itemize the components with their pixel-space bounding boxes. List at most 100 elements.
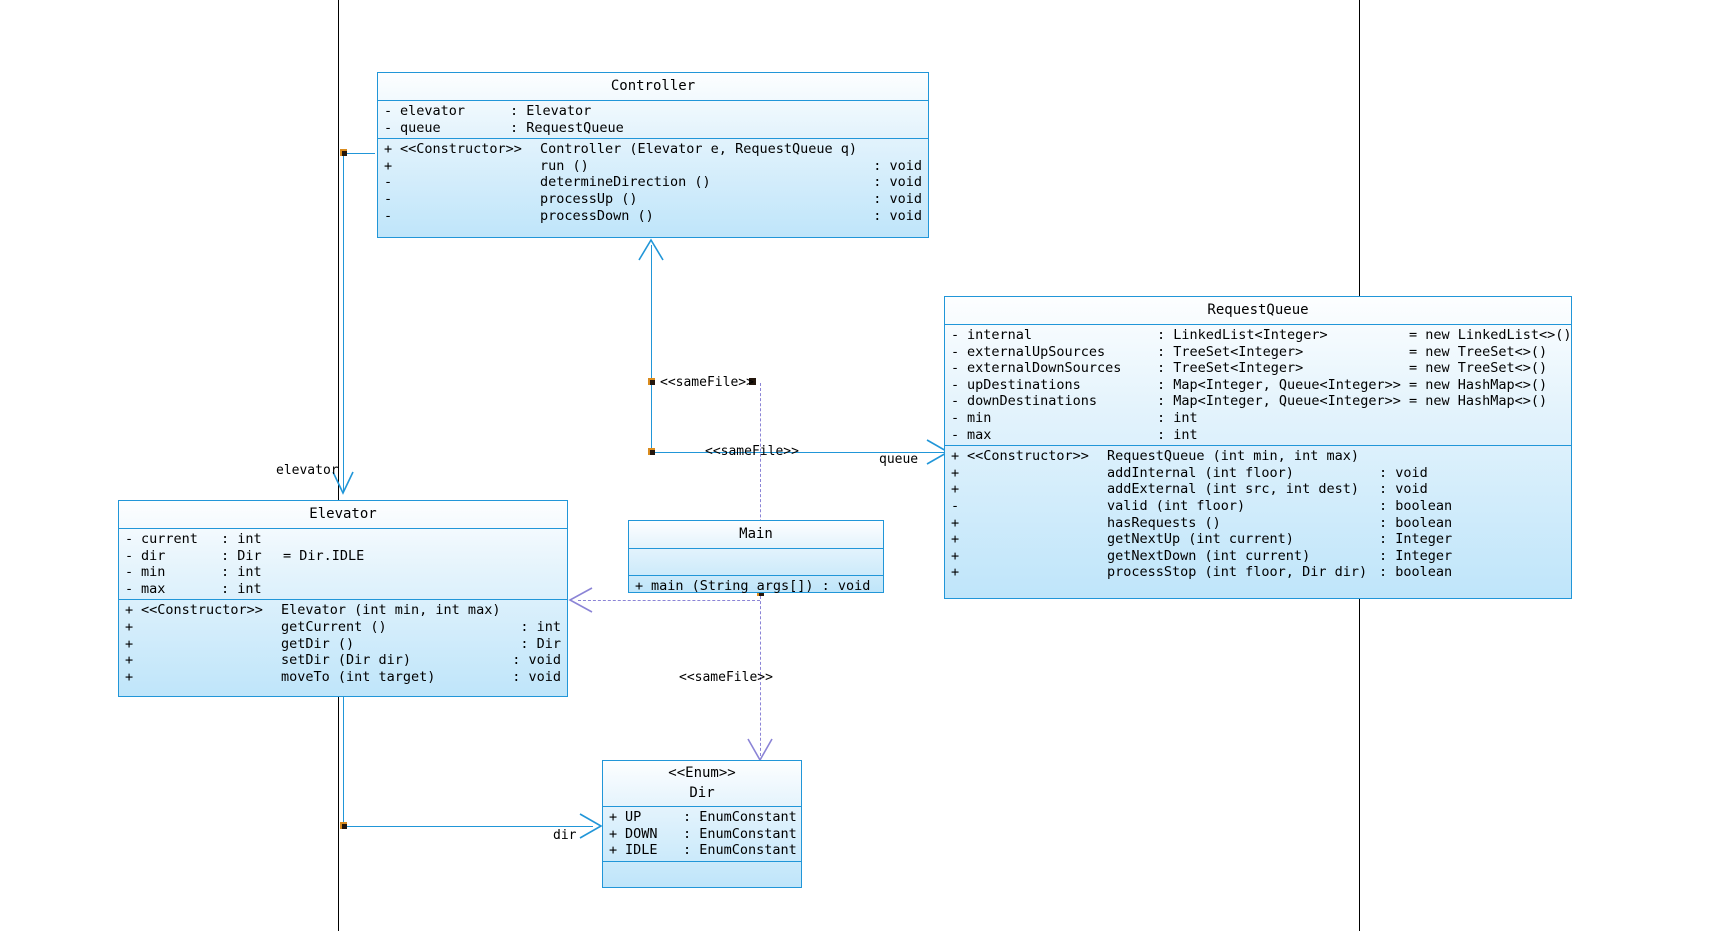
compartment-divider <box>629 548 883 549</box>
attribute-name: queue <box>400 119 441 136</box>
compartment-divider <box>603 860 801 862</box>
operation-return: : void <box>873 157 922 174</box>
compartment-divider <box>603 806 801 807</box>
attribute-row: - max : int <box>119 581 567 598</box>
attribute-type: : EnumConstant <box>683 825 797 842</box>
attribute-name: DOWN <box>625 825 658 842</box>
visibility: + <box>951 464 960 481</box>
attribute-row: - externalUpSources : TreeSet<Integer> =… <box>945 344 1571 361</box>
attribute-row: - upDestinations : Map<Integer, Queue<In… <box>945 377 1571 394</box>
attribute-type: : int <box>1157 426 1198 443</box>
page-margin-left <box>338 0 339 931</box>
visibility: - <box>125 580 134 597</box>
operation-row: + getCurrent () : int <box>119 619 567 636</box>
operation-return: : boolean <box>1379 564 1453 581</box>
attribute-row: + UP : EnumConstant <box>603 809 801 826</box>
attribute-initializer: = new TreeSet<>() <box>1409 360 1548 377</box>
visibility: - <box>125 531 134 547</box>
visibility: - <box>384 190 393 207</box>
visibility: + <box>125 652 134 669</box>
attribute-type: : Elevator <box>510 103 592 119</box>
edge-controller-main-top-arrowhead <box>638 238 664 261</box>
visibility: + <box>951 547 960 564</box>
attribute-row: + DOWN : EnumConstant <box>603 826 801 843</box>
operations-controller: + <<Constructor>> Controller (Elevator e… <box>378 139 928 226</box>
operation-signature: getNextDown (int current) <box>1107 547 1311 564</box>
operation-signature: processStop (int floor, Dir dir) <box>1107 564 1368 581</box>
operation-return: : void <box>821 578 871 594</box>
class-box-main[interactable]: Main + main (String args[]) : void <box>628 520 884 595</box>
visibility: + <box>951 531 960 548</box>
compartment-divider <box>945 324 1571 325</box>
operation-row: + addInternal (int floor) : void <box>945 465 1571 482</box>
edge-controller-queue-horizontal <box>651 452 946 453</box>
edge-controller-queue-vertical <box>651 245 652 453</box>
operation-return: : void <box>873 174 922 191</box>
attribute-type: : int <box>221 531 262 547</box>
operation-return: : void <box>512 668 561 685</box>
attribute-type: : Map<Integer, Queue<Integer>> <box>1157 376 1401 393</box>
visibility: + <box>609 809 618 825</box>
attribute-row: - externalDownSources : TreeSet<Integer>… <box>945 360 1571 377</box>
operation-row: - processDown () : void <box>378 208 928 225</box>
operation-signature: getDir () <box>281 635 355 652</box>
class-box-elevator[interactable]: Elevator - current : int - dir : Dir = D… <box>118 500 568 697</box>
attribute-type: : int <box>221 580 262 597</box>
class-name-elevator: Elevator <box>309 506 377 522</box>
edge-main-elevator-dashed <box>578 600 760 601</box>
attribute-type: : Map<Integer, Queue<Integer>> <box>1157 393 1401 410</box>
operation-row: + <<Constructor>> RequestQueue (int min,… <box>945 448 1571 465</box>
edge-controller-elevator-arrowhead <box>332 471 354 495</box>
attribute-name: upDestinations <box>967 376 1081 393</box>
class-box-request-queue[interactable]: RequestQueue - internal : LinkedList<Int… <box>944 296 1572 599</box>
operation-row: + processStop (int floor, Dir dir) : boo… <box>945 564 1571 581</box>
operations-request-queue: + <<Constructor>> RequestQueue (int min,… <box>945 446 1571 583</box>
operations-dir <box>603 862 801 888</box>
compartment-divider <box>378 100 928 101</box>
compartment-divider <box>945 445 1571 447</box>
operation-signature: moveTo (int target) <box>281 668 436 685</box>
operation-row: + addExternal (int src, int dest) : void <box>945 481 1571 498</box>
visibility: + <box>125 668 134 685</box>
visibility: - <box>951 393 960 410</box>
operation-row: + <<Constructor>> Elevator (int min, int… <box>119 602 567 619</box>
class-box-controller[interactable]: Controller - elevator : Elevator - queue… <box>377 72 929 238</box>
attribute-name: elevator <box>400 103 466 119</box>
attribute-name: max <box>967 426 992 443</box>
operation-signature: processUp () <box>540 190 638 207</box>
operation-row: + getNextUp (int current) : Integer <box>945 531 1571 548</box>
edge-controller-elevator-horizontal <box>343 153 375 154</box>
attributes-main <box>629 549 883 575</box>
attribute-type: : Dir <box>221 547 262 564</box>
visibility: - <box>951 497 960 514</box>
operation-row: + main (String args[]) : void <box>629 578 883 595</box>
operation-signature: addInternal (int floor) <box>1107 464 1294 481</box>
operation-return: : void <box>1379 464 1428 481</box>
attribute-name: externalDownSources <box>967 360 1122 377</box>
attribute-initializer: = new LinkedList<>() <box>1409 327 1572 343</box>
attribute-type: : TreeSet<Integer> <box>1157 360 1304 377</box>
operation-signature: Controller (Elevator e, RequestQueue q) <box>540 141 857 158</box>
attribute-initializer: = new HashMap<>() <box>1409 393 1548 410</box>
attribute-row: - queue : RequestQueue <box>378 120 928 137</box>
visibility: + <box>951 481 960 498</box>
visibility: - <box>125 547 134 564</box>
visibility: - <box>951 360 960 377</box>
operation-row: + <<Constructor>> Controller (Elevator e… <box>378 141 928 158</box>
operation-return: : int <box>520 618 561 635</box>
operation-return: : Integer <box>1379 547 1453 564</box>
operation-row: + moveTo (int target) : void <box>119 669 567 686</box>
class-box-dir[interactable]: <<Enum>> Dir + UP : EnumConstant + DOWN … <box>602 760 802 888</box>
class-name-request-queue: RequestQueue <box>1207 302 1309 318</box>
visibility: + <box>125 618 134 635</box>
attribute-row: - min : int <box>945 410 1571 427</box>
operation-signature: determineDirection () <box>540 174 711 191</box>
operation-return: : void <box>873 190 922 207</box>
visibility: - <box>125 564 134 581</box>
operation-return: : Dir <box>520 635 561 652</box>
visibility: - <box>951 376 960 393</box>
attribute-name: UP <box>625 809 642 825</box>
class-name-dir: Dir <box>689 785 715 801</box>
edge-controller-queue-anchor-bend <box>648 448 655 455</box>
